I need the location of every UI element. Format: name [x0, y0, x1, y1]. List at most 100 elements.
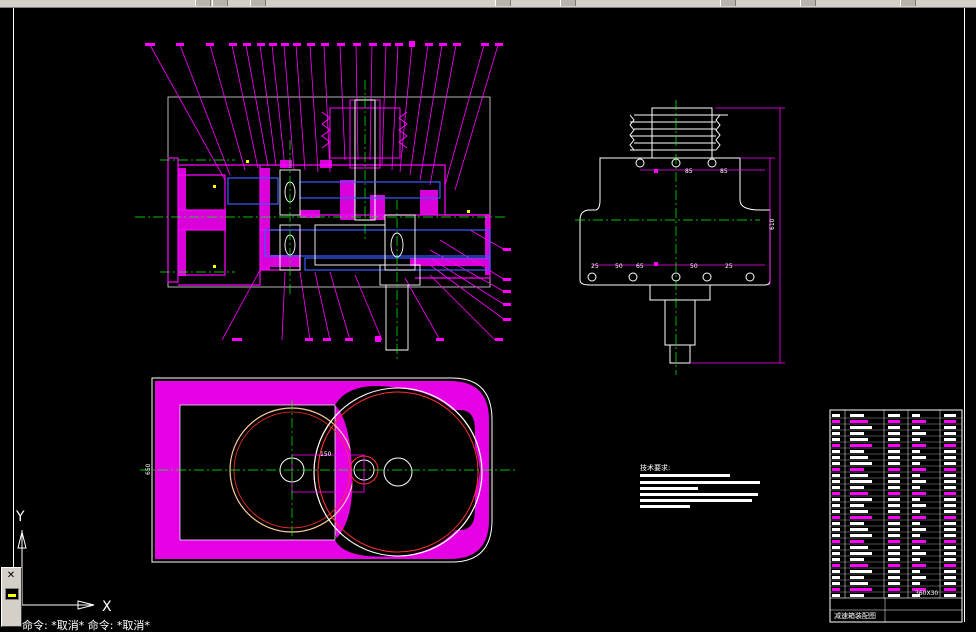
bom-cell — [912, 504, 926, 507]
bom-cell — [912, 528, 926, 531]
section-view — [135, 41, 511, 360]
bom-cell — [850, 588, 872, 591]
bom-cell — [944, 432, 956, 435]
bom-cell — [888, 522, 900, 525]
bom-cell — [944, 534, 956, 537]
bom-cell — [944, 594, 956, 597]
bom-cell — [850, 540, 864, 543]
bom-cell — [850, 486, 864, 489]
bom-cell — [888, 432, 900, 435]
bom-cell — [912, 552, 926, 555]
bom-cell — [944, 414, 956, 417]
bom-cell — [850, 480, 872, 483]
bom-cell — [888, 510, 900, 513]
bom-cell — [912, 558, 920, 561]
bom-cell — [888, 468, 900, 471]
ucs-x-label: X — [102, 599, 112, 615]
bom-cell — [912, 594, 920, 597]
side-width-dim: 50 — [615, 263, 623, 270]
bom-cell — [944, 522, 956, 525]
bom-cell — [944, 528, 956, 531]
bom-cell — [850, 420, 868, 423]
toolbar-button[interactable] — [560, 0, 576, 6]
bom-cell — [850, 534, 872, 537]
bom-cell — [912, 474, 920, 477]
bom-cell — [832, 552, 840, 555]
toolbar-button[interactable] — [212, 0, 228, 6]
bom-cell — [944, 456, 956, 459]
bom-cell — [850, 558, 864, 561]
bom-cell — [832, 486, 840, 489]
bom-cell — [832, 468, 840, 471]
bom-cell — [944, 546, 956, 549]
bom-cell — [832, 570, 840, 573]
bom-cell — [888, 540, 900, 543]
bom-cell — [888, 456, 900, 459]
bom-cell — [944, 420, 956, 423]
bom-cell — [832, 450, 840, 453]
bom-cell — [944, 552, 956, 555]
bom-cell — [944, 426, 956, 429]
bom-cell — [888, 534, 900, 537]
bom-cell — [944, 564, 956, 567]
bom-cell — [888, 498, 900, 501]
bom-cell — [850, 450, 864, 453]
bom-cell — [832, 528, 840, 531]
bom-cell — [912, 570, 920, 573]
bom-cell — [912, 462, 920, 465]
bom-cell — [832, 516, 840, 519]
bom-cell — [944, 480, 956, 483]
close-icon[interactable]: ✕ — [6, 570, 16, 581]
bom-cell — [888, 480, 900, 483]
bom-cell — [850, 456, 868, 459]
bom-cell — [850, 516, 872, 519]
bom-cell — [912, 432, 926, 435]
bom-cell — [850, 426, 872, 429]
bom-cell — [944, 450, 956, 453]
bom-cell — [944, 558, 956, 561]
title-block: 减速箱装配图 360X30 — [829, 409, 963, 623]
bom-cell — [912, 444, 926, 447]
toolbar-button[interactable] — [900, 0, 916, 6]
bom-cell — [912, 492, 926, 495]
bom-cell — [832, 492, 840, 495]
side-width-dim: 50 — [690, 263, 698, 270]
toolbar-button[interactable] — [250, 0, 266, 6]
tech-req-title: 技术要求: — [640, 463, 670, 472]
bom-cell — [944, 462, 956, 465]
side-width-dim: 65 — [636, 263, 644, 270]
drawing-spec: 360X30 — [915, 590, 938, 597]
bom-cell — [912, 564, 926, 567]
bom-cell — [832, 438, 840, 441]
bom-cell — [850, 468, 864, 471]
bom-cell — [912, 540, 926, 543]
bom-cell — [832, 576, 840, 579]
bom-cell — [832, 594, 840, 597]
bom-cell — [888, 558, 900, 561]
bom-cell — [912, 468, 926, 471]
bom-cell — [850, 444, 872, 447]
bom-cell — [912, 546, 920, 549]
bom-cell — [912, 516, 926, 519]
bom-cell — [888, 582, 900, 585]
bom-cell — [912, 456, 926, 459]
tool-palette[interactable]: ✕ — [1, 567, 22, 627]
bom-cell — [888, 570, 900, 573]
toolbar-button[interactable] — [800, 0, 816, 6]
toolbar-button[interactable] — [195, 0, 211, 6]
bom-cell — [832, 474, 840, 477]
bom-cell — [944, 504, 956, 507]
bom-cell — [888, 462, 900, 465]
toolbar-button[interactable] — [495, 0, 511, 6]
bom-cell — [944, 588, 956, 591]
bom-cell — [850, 570, 872, 573]
bom-cell — [832, 546, 840, 549]
bom-cell — [912, 480, 926, 483]
bom-cell — [832, 498, 840, 501]
toolbar-button[interactable] — [720, 0, 736, 6]
palette-icon[interactable] — [5, 588, 19, 600]
bom-cell — [850, 498, 872, 501]
bom-cell — [888, 486, 900, 489]
side-top-dim: 85 — [720, 168, 728, 175]
